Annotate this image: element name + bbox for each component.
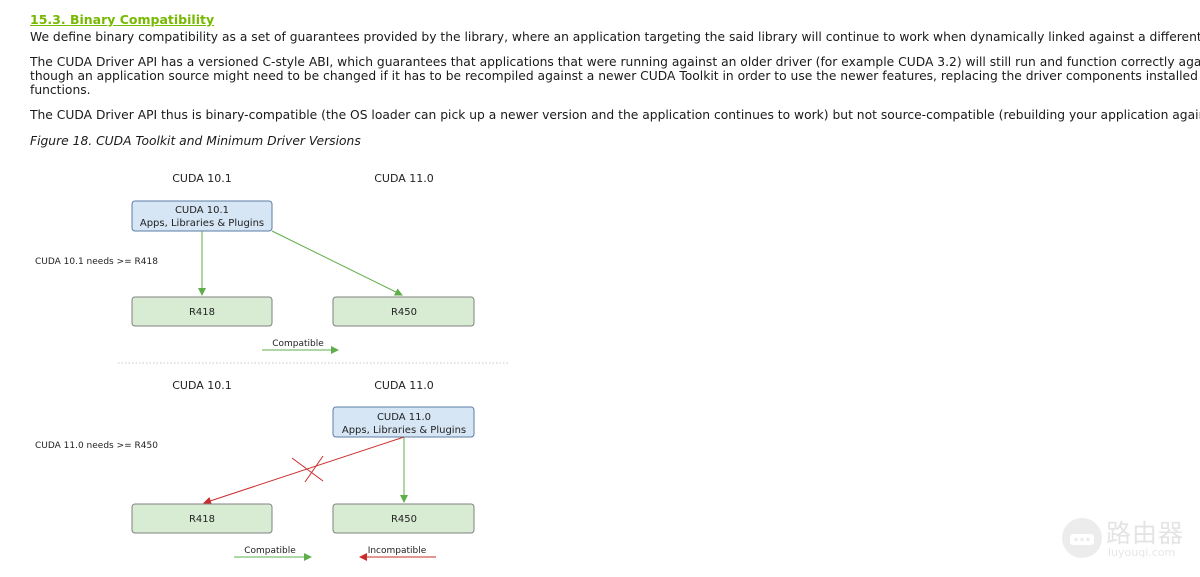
bottom-driver-r418-label: R418 (189, 514, 215, 525)
top-column-cuda-10-1: CUDA 10.1 (172, 172, 232, 185)
bottom-needs-label: CUDA 11.0 needs >= R450 (35, 441, 158, 451)
top-app-box-version: CUDA 10.1 (175, 205, 229, 216)
paragraph-definition: We define binary compatibility as a set … (30, 30, 1200, 44)
paragraph-binary-compatible: The CUDA Driver API thus is binary-compa… (30, 108, 1200, 122)
bottom-legend-incompatible-label: Incompatible (368, 546, 427, 556)
top-driver-r418-label: R418 (189, 307, 215, 318)
watermark-brand: 路由器 (1106, 519, 1185, 548)
watermark: 路由器 luyouqi.com (1058, 512, 1200, 572)
top-app-box-label: Apps, Libraries & Plugins (140, 218, 264, 229)
section-title-link[interactable]: 15.3. Binary Compatibility (30, 12, 215, 27)
top-legend-compatible-label: Compatible (272, 339, 324, 349)
top-column-cuda-11-0: CUDA 11.0 (374, 172, 434, 185)
compatibility-diagram: CUDA 10.1 CUDA 11.0 CUDA 10.1 Apps, Libr… (35, 172, 510, 561)
bottom-driver-r418-box (131, 503, 273, 534)
paragraph-abi-line2: though an application source might need … (30, 69, 1200, 83)
top-driver-r450-label: R450 (391, 307, 417, 318)
paragraph-abi-line1: The CUDA Driver API has a versioned C-st… (30, 55, 1200, 69)
router-logo-icon (1062, 518, 1102, 558)
top-driver-r418-box (131, 296, 273, 327)
figure-caption: Figure 18. CUDA Toolkit and Minimum Driv… (30, 134, 361, 148)
top-arrow-to-r450 (271, 230, 403, 296)
bottom-arrow-to-r418-incompatible (203, 436, 405, 505)
bottom-driver-r450-label: R450 (391, 514, 417, 525)
paragraph-abi-line3: functions. (30, 83, 91, 97)
bottom-driver-r450-box (332, 503, 475, 534)
incompatible-cross-icon (291, 455, 324, 483)
bottom-column-cuda-11-0: CUDA 11.0 (374, 379, 434, 392)
document-body: 15.3. Binary Compatibility We define bin… (30, 12, 1200, 148)
bottom-app-box-version: CUDA 11.0 (377, 412, 431, 423)
watermark-domain: luyouqi.com (1108, 546, 1176, 559)
bottom-legend-compatible-label: Compatible (244, 546, 296, 556)
bottom-column-cuda-10-1: CUDA 10.1 (172, 379, 232, 392)
top-needs-label: CUDA 10.1 needs >= R418 (35, 257, 158, 267)
top-driver-r450-box (332, 296, 475, 327)
bottom-app-box-label: Apps, Libraries & Plugins (342, 425, 466, 436)
